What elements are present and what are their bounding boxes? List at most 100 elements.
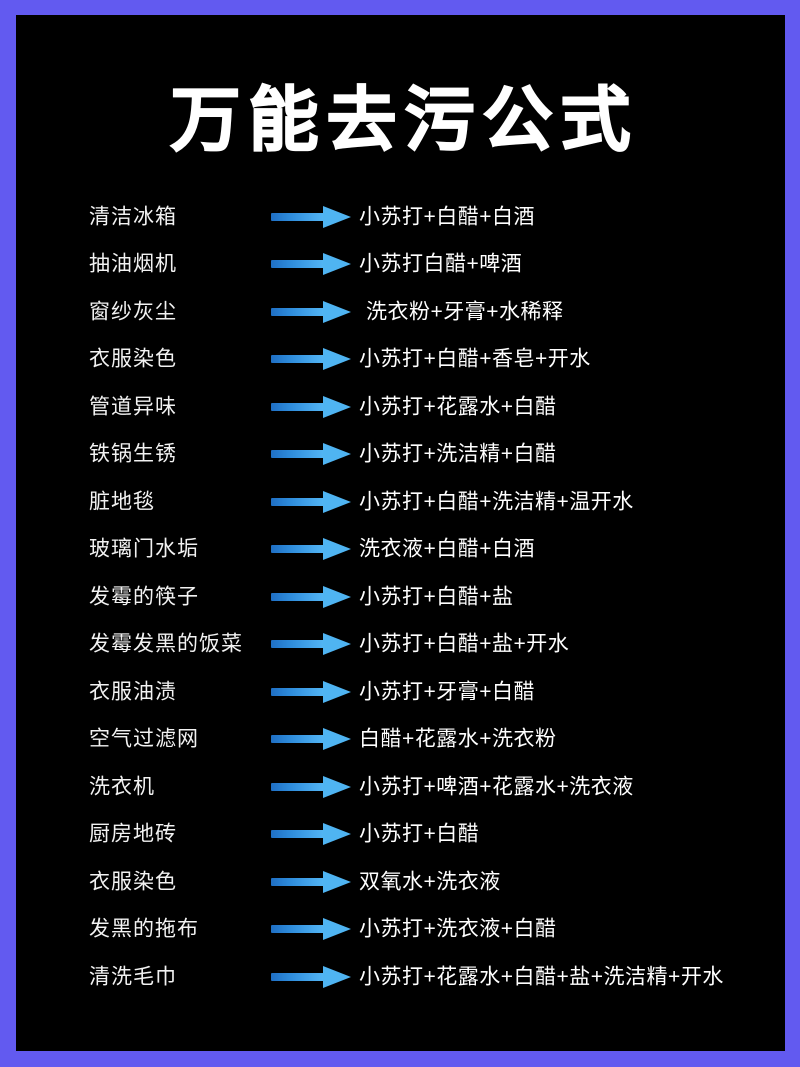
formula-list: 清洁冰箱 小苏打+白醋+白酒抽油烟机 小苏打白醋+啤酒窗纱灰尘 洗衣粉+牙膏+水稀释衣… bbox=[16, 193, 785, 1001]
formula-target-label: 衣服染色 bbox=[89, 347, 177, 371]
formula-row: 清洁冰箱 小苏打+白醋+白酒 bbox=[16, 193, 785, 241]
poster-canvas: 万能去污公式 清洁冰箱 小苏打+白醋+白酒抽油烟机 小苏打白醋+啤酒窗纱灰尘 洗衣粉+… bbox=[16, 15, 785, 1051]
formula-recipe-value: 小苏打+花露水+白醋 bbox=[359, 395, 557, 419]
formula-row: 发霉发黑的饭菜小苏打+白醋+盐+开水 bbox=[16, 621, 785, 669]
right-arrow-shaft bbox=[271, 925, 329, 934]
right-arrow-icon bbox=[271, 728, 351, 751]
right-arrow-head bbox=[323, 253, 351, 276]
formula-row: 洗衣机 小苏打+啤酒+花露水+洗衣液 bbox=[16, 763, 785, 811]
right-arrow-shaft bbox=[271, 545, 329, 554]
right-arrow-shaft bbox=[271, 782, 329, 791]
formula-recipe-value: 小苏打+白醋+白酒 bbox=[359, 205, 536, 229]
right-arrow-shaft bbox=[271, 307, 329, 316]
formula-recipe-value: 小苏打+啤酒+花露水+洗衣液 bbox=[359, 775, 634, 799]
right-arrow-shaft bbox=[271, 355, 329, 364]
right-arrow-shaft bbox=[271, 402, 329, 411]
right-arrow-head bbox=[323, 775, 351, 798]
right-arrow-head bbox=[323, 395, 351, 418]
formula-row: 空气过滤网白醋+花露水+洗衣粉 bbox=[16, 716, 785, 764]
formula-recipe-value: 小苏打+洗洁精+白醋 bbox=[359, 442, 557, 466]
formula-row: 厨房地砖 小苏打+白醋 bbox=[16, 811, 785, 859]
right-arrow-head bbox=[323, 728, 351, 751]
right-arrow-head bbox=[323, 823, 351, 846]
formula-target-label: 清洗毛巾 bbox=[89, 965, 177, 989]
formula-row: 发黑的拖布 小苏打+洗衣液+白醋 bbox=[16, 906, 785, 954]
formula-recipe-value: 洗衣粉+牙膏+水稀释 bbox=[366, 300, 564, 324]
right-arrow-head bbox=[323, 870, 351, 893]
formula-row: 抽油烟机 小苏打白醋+啤酒 bbox=[16, 241, 785, 289]
formula-recipe-value: 小苏打+白醋+香皂+开水 bbox=[359, 347, 591, 371]
right-arrow-icon bbox=[271, 775, 351, 798]
formula-target-label: 管道异味 bbox=[89, 395, 177, 419]
right-arrow-head bbox=[323, 443, 351, 466]
formula-recipe-value: 小苏打+白醋+盐+开水 bbox=[359, 632, 570, 656]
formula-recipe-value: 小苏打+白醋 bbox=[359, 822, 480, 846]
right-arrow-shaft bbox=[271, 592, 329, 601]
right-arrow-shaft bbox=[271, 260, 329, 269]
right-arrow-head bbox=[323, 538, 351, 561]
formula-row: 脏地毯 小苏打+白醋+洗洁精+温开水 bbox=[16, 478, 785, 526]
right-arrow-icon bbox=[271, 300, 351, 323]
right-arrow-icon bbox=[271, 348, 351, 371]
right-arrow-icon bbox=[271, 965, 351, 988]
formula-target-label: 厨房地砖 bbox=[89, 822, 177, 846]
right-arrow-shaft bbox=[271, 497, 329, 506]
formula-target-label: 发霉的筷子 bbox=[89, 585, 199, 609]
right-arrow-icon bbox=[271, 633, 351, 656]
right-arrow-shaft bbox=[271, 830, 329, 839]
right-arrow-icon bbox=[271, 823, 351, 846]
page-title-container: 万能去污公式 bbox=[16, 79, 785, 161]
formula-target-label: 窗纱灰尘 bbox=[89, 300, 177, 324]
formula-target-label: 清洁冰箱 bbox=[89, 205, 177, 229]
right-arrow-head bbox=[323, 680, 351, 703]
formula-target-label: 洗衣机 bbox=[89, 775, 155, 799]
right-arrow-icon bbox=[271, 395, 351, 418]
formula-target-label: 抽油烟机 bbox=[89, 252, 177, 276]
formula-target-label: 铁锅生锈 bbox=[89, 442, 177, 466]
formula-target-label: 衣服染色 bbox=[89, 870, 177, 894]
formula-recipe-value: 小苏打+白醋+盐 bbox=[359, 585, 514, 609]
right-arrow-icon bbox=[271, 918, 351, 941]
formula-row: 玻璃门水垢 洗衣液+白醋+白酒 bbox=[16, 526, 785, 574]
right-arrow-head bbox=[323, 965, 351, 988]
right-arrow-shaft bbox=[271, 450, 329, 459]
right-arrow-icon bbox=[271, 443, 351, 466]
right-arrow-head bbox=[323, 633, 351, 656]
page-title: 万能去污公式 bbox=[170, 79, 639, 161]
formula-recipe-value: 白醋+花露水+洗衣粉 bbox=[359, 727, 557, 751]
right-arrow-icon bbox=[271, 680, 351, 703]
formula-row: 清洗毛巾小苏打+花露水+白醋+盐+洗洁精+开水 bbox=[16, 953, 785, 1001]
right-arrow-icon bbox=[271, 585, 351, 608]
formula-row: 发霉的筷子 小苏打+白醋+盐 bbox=[16, 573, 785, 621]
right-arrow-head bbox=[323, 348, 351, 371]
formula-target-label: 发黑的拖布 bbox=[89, 917, 199, 941]
formula-recipe-value: 洗衣液+白醋+白酒 bbox=[359, 537, 536, 561]
formula-target-label: 脏地毯 bbox=[89, 490, 155, 514]
formula-row: 铁锅生锈 小苏打+洗洁精+白醋 bbox=[16, 431, 785, 479]
right-arrow-head bbox=[323, 490, 351, 513]
formula-recipe-value: 小苏打+洗衣液+白醋 bbox=[359, 917, 557, 941]
right-arrow-shaft bbox=[271, 972, 329, 981]
right-arrow-head bbox=[323, 300, 351, 323]
right-arrow-icon bbox=[271, 253, 351, 276]
right-arrow-head bbox=[323, 585, 351, 608]
right-arrow-shaft bbox=[271, 735, 329, 744]
right-arrow-icon bbox=[271, 205, 351, 228]
formula-row: 衣服油渍 小苏打+牙膏+白醋 bbox=[16, 668, 785, 716]
formula-recipe-value: 小苏打+白醋+洗洁精+温开水 bbox=[359, 490, 634, 514]
formula-target-label: 衣服油渍 bbox=[89, 680, 177, 704]
right-arrow-head bbox=[323, 205, 351, 228]
right-arrow-icon bbox=[271, 538, 351, 561]
right-arrow-shaft bbox=[271, 877, 329, 886]
right-arrow-head bbox=[323, 918, 351, 941]
formula-row: 衣服染色 双氧水+洗衣液 bbox=[16, 858, 785, 906]
right-arrow-icon bbox=[271, 490, 351, 513]
formula-recipe-value: 双氧水+洗衣液 bbox=[359, 870, 501, 894]
formula-recipe-value: 小苏打+牙膏+白醋 bbox=[359, 680, 536, 704]
right-arrow-shaft bbox=[271, 640, 329, 649]
formula-target-label: 玻璃门水垢 bbox=[89, 537, 199, 561]
right-arrow-icon bbox=[271, 870, 351, 893]
right-arrow-shaft bbox=[271, 687, 329, 696]
formula-recipe-value: 小苏打白醋+啤酒 bbox=[359, 252, 523, 276]
formula-row: 窗纱灰尘 洗衣粉+牙膏+水稀释 bbox=[16, 288, 785, 336]
